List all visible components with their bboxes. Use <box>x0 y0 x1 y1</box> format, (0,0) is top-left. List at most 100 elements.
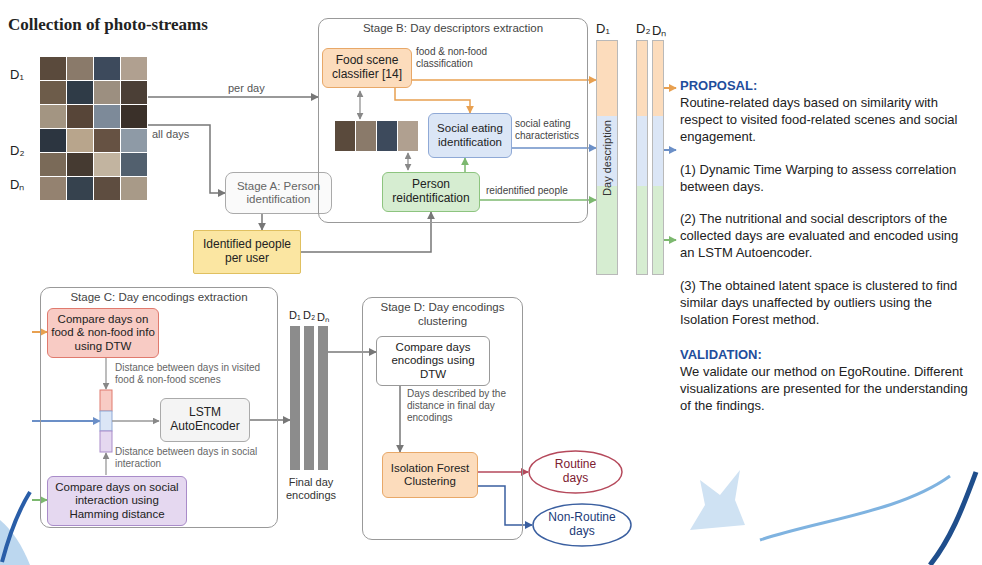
edge-label: per day <box>228 82 265 95</box>
connector <box>464 158 466 172</box>
node-text: Food scene classifier [14] <box>326 54 408 82</box>
connector <box>478 486 532 525</box>
photo-tile <box>67 105 93 128</box>
day-label: Dₙ <box>10 175 24 193</box>
photo-tile <box>121 81 147 104</box>
photo-tile <box>40 153 66 176</box>
photo-tile <box>94 105 120 128</box>
connector <box>148 125 225 193</box>
connector <box>480 199 596 201</box>
process-box: Compare days on social interaction using… <box>47 476 187 526</box>
photo-strip <box>335 91 418 170</box>
photo-tile <box>94 129 120 152</box>
node-text: Social eating identification <box>432 122 508 148</box>
process-box: LSTM AutoEncoder <box>160 398 250 442</box>
photo-tile <box>94 81 120 104</box>
node-text: Compare days on food & non-food info usi… <box>51 313 155 353</box>
result-ellipse: Non-Routine days <box>532 503 632 547</box>
ellipse-shape <box>529 451 622 493</box>
result-text: Non-Routine days <box>546 511 618 539</box>
collection-title: Collection of photo-streams <box>8 15 208 35</box>
decor-stroke <box>930 472 976 565</box>
stage-heading: Stage C: Day encodings extraction <box>47 291 271 305</box>
section-heading: PROPOSAL: <box>680 78 974 93</box>
output-arrow <box>664 87 676 89</box>
process-box: Food scene classifier [14] <box>322 48 412 88</box>
encoding-bar: D₂ <box>304 326 314 470</box>
connector <box>412 79 596 81</box>
process-box: Compare days on food & non-food info usi… <box>47 308 159 358</box>
stage-heading: Stage D: Day encodings clustering <box>369 301 516 329</box>
strip-link <box>359 91 360 119</box>
connector <box>250 419 290 421</box>
body-text: (3) The obtained latent space is cluster… <box>680 278 974 329</box>
photo-tile <box>356 121 376 151</box>
decor-stroke <box>760 476 950 540</box>
output-arrow <box>664 149 676 151</box>
vector-segment <box>100 411 112 431</box>
caption-label: Final day encodings <box>282 476 340 502</box>
photo-tile <box>67 81 93 104</box>
strip-link <box>407 153 408 170</box>
photo-tile <box>121 105 147 128</box>
annotation: Distance between days in visited food & … <box>115 362 275 386</box>
connector <box>301 212 431 252</box>
photo-tile <box>94 57 120 80</box>
photo-tile <box>67 129 93 152</box>
process-box: Social eating identification <box>428 113 512 158</box>
connector <box>395 88 470 113</box>
body-text: Routine-related days based on similarity… <box>680 95 974 146</box>
distance-vector <box>100 390 112 452</box>
photo-tile <box>121 57 147 80</box>
bar-label: D₁ <box>289 309 301 321</box>
photo-tile <box>377 121 397 151</box>
connector <box>512 147 596 149</box>
node-text: Compare days on social interaction using… <box>51 481 183 521</box>
connector <box>148 96 318 98</box>
vector-link <box>112 420 159 421</box>
result-text: Routine days <box>541 458 611 486</box>
stage-container: Stage C: Day encodings extractionCompare… <box>40 287 278 528</box>
connector <box>328 351 376 353</box>
data-box: Identified people per user <box>193 230 301 274</box>
photo-tile <box>67 153 93 176</box>
photo-tile <box>335 121 355 151</box>
node-text: Compare days encodings using DTW <box>380 341 486 381</box>
stage-heading: Stage B: Day descriptors extraction <box>325 22 581 36</box>
descriptor-bar: D₁Day description <box>596 40 618 275</box>
node-text: Person reidentification <box>386 178 476 206</box>
output-arrow <box>664 239 676 241</box>
vector-segment <box>100 431 112 452</box>
node-text: Isolation Forest Clustering <box>386 462 474 488</box>
connector <box>261 214 263 230</box>
edge-label: food & non-food classification <box>416 46 506 70</box>
node-text: Identified people per user <box>197 238 297 266</box>
photo-collage <box>40 57 147 200</box>
body-text: We validate our method on EgoRoutine. Di… <box>680 364 974 415</box>
bar-label: D₂ <box>303 309 315 321</box>
descriptor-bar: D₂ <box>636 40 648 275</box>
bar-caption: Day description <box>601 120 613 196</box>
process-box: Compare days encodings using DTW <box>376 336 490 386</box>
body-text: (2) The nutritional and social descripto… <box>680 211 974 262</box>
photo-tile <box>40 57 66 80</box>
edge-label: social eating characteristics <box>515 118 583 142</box>
day-label: D₂ <box>10 143 24 158</box>
photo-collection: Collection of photo-streamsD₁D₂Dₙ <box>40 57 148 203</box>
encoding-bar: Dₙ <box>318 326 328 470</box>
photo-tile <box>94 177 120 200</box>
process-box: Isolation Forest Clustering <box>382 452 478 498</box>
annotation: Distance between days in social interact… <box>115 446 275 470</box>
photo-tile <box>40 81 66 104</box>
photo-tile <box>398 121 418 151</box>
node-text: Stage A: Person identification <box>229 180 328 206</box>
text-column: PROPOSAL: Routine-related days based on s… <box>680 78 974 414</box>
distance-link <box>105 453 106 475</box>
decor-stroke <box>2 492 30 562</box>
bar-label: D₁ <box>596 21 610 36</box>
photo-tile <box>94 153 120 176</box>
section-heading: VALIDATION: <box>680 347 974 362</box>
bar-label: Dₙ <box>652 21 666 39</box>
photo-tile <box>121 177 147 200</box>
